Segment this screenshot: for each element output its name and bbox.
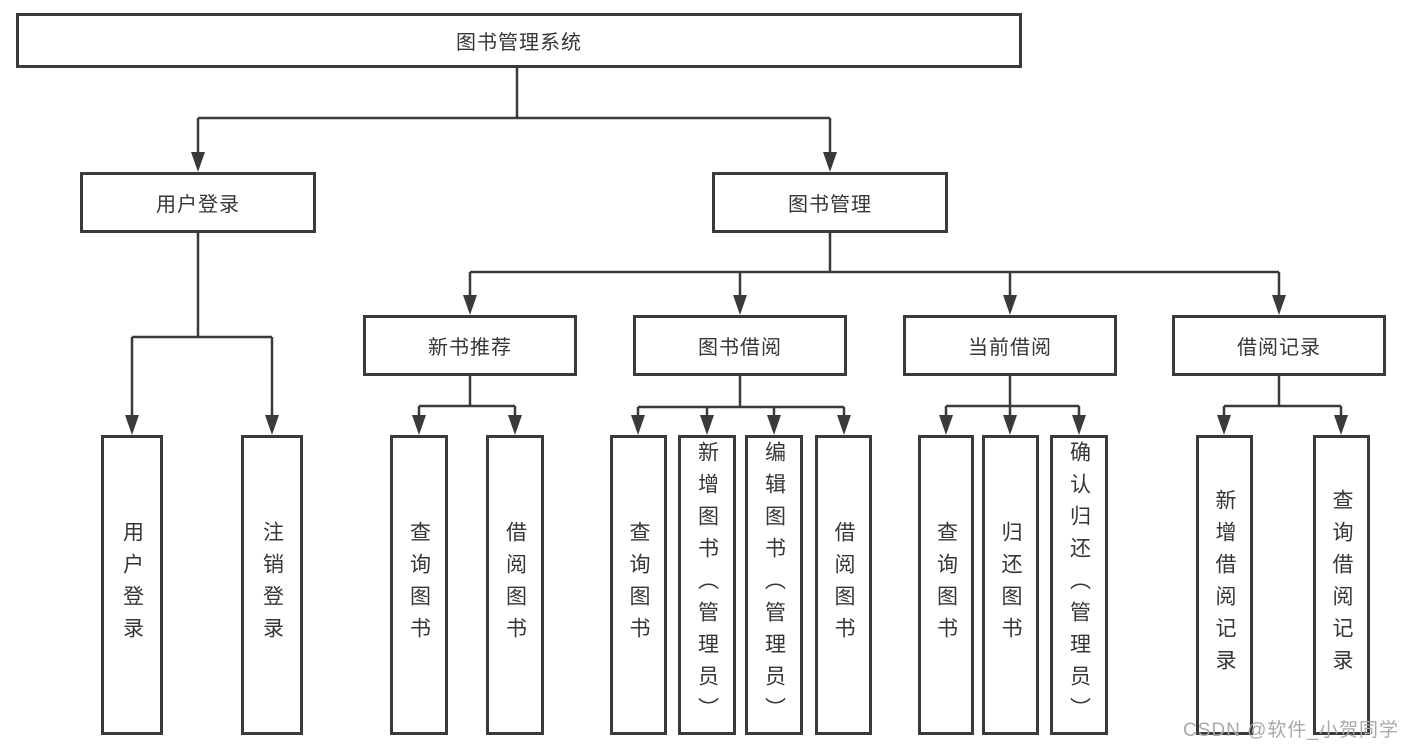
node-root-label: 图书管理系统	[456, 32, 582, 54]
leaf-current-query-books: 查询图书	[918, 435, 974, 735]
leaf-recommend-query-books: 查询图书	[390, 435, 448, 735]
leaf-recommend-query-books-label: 查询图书	[407, 521, 431, 649]
node-current-borrowing: 当前借阅	[903, 315, 1117, 376]
node-book-borrowing: 图书借阅	[633, 315, 847, 376]
leaf-current-return-books-label: 归还图书	[999, 521, 1022, 649]
leaf-recommend-borrow-books-label: 借阅图书	[503, 521, 527, 649]
connector-path	[130, 68, 1343, 418]
leaf-current-query-books-label: 查询图书	[934, 521, 958, 649]
leaf-user-login-label: 用户登录	[120, 521, 144, 649]
leaf-current-confirm-return-admin: 确认归还（管理员）	[1050, 435, 1108, 735]
leaf-borrowing-query-books-label: 查询图书	[627, 521, 650, 649]
leaf-records-add-record: 新增借阅记录	[1196, 435, 1253, 735]
leaf-borrowing-query-books: 查询图书	[610, 435, 667, 735]
leaf-borrowing-edit-books-admin: 编辑图书（管理员）	[745, 435, 803, 735]
node-book-management: 图书管理	[712, 172, 948, 233]
node-book-borrowing-label: 图书借阅	[698, 337, 782, 359]
leaf-borrowing-edit-books-admin-label: 编辑图书（管理员）	[762, 441, 786, 729]
leaf-records-add-record-label: 新增借阅记录	[1213, 489, 1236, 681]
node-borrow-records-label: 借阅记录	[1237, 337, 1321, 359]
leaf-records-query-record-label: 查询借阅记录	[1330, 489, 1353, 681]
leaf-borrowing-add-books-admin: 新增图书（管理员）	[678, 435, 736, 735]
leaf-logout: 注销登录	[241, 435, 303, 735]
leaf-logout-label: 注销登录	[260, 521, 284, 649]
csdn-watermark: CSDN @软件_小贺同学	[1183, 720, 1399, 741]
leaf-current-return-books: 归还图书	[982, 435, 1039, 735]
arrowheads	[125, 152, 1348, 435]
leaf-user-login: 用户登录	[101, 435, 163, 735]
node-current-borrowing-label: 当前借阅	[968, 337, 1052, 359]
node-new-book-recommend: 新书推荐	[363, 315, 577, 376]
leaf-borrowing-borrow-books: 借阅图书	[815, 435, 872, 735]
leaf-borrowing-borrow-books-label: 借阅图书	[832, 521, 855, 649]
leaf-borrowing-add-books-admin-label: 新增图书（管理员）	[695, 441, 719, 729]
node-user-login: 用户登录	[80, 172, 316, 233]
node-user-login-label: 用户登录	[156, 194, 240, 216]
node-new-book-recommend-label: 新书推荐	[428, 337, 512, 359]
node-book-management-label: 图书管理	[788, 194, 872, 216]
leaf-records-query-record: 查询借阅记录	[1313, 435, 1370, 735]
node-borrow-records: 借阅记录	[1172, 315, 1386, 376]
leaf-current-confirm-return-admin-label: 确认归还（管理员）	[1067, 441, 1091, 729]
leaf-recommend-borrow-books: 借阅图书	[486, 435, 544, 735]
node-root: 图书管理系统	[16, 13, 1022, 68]
